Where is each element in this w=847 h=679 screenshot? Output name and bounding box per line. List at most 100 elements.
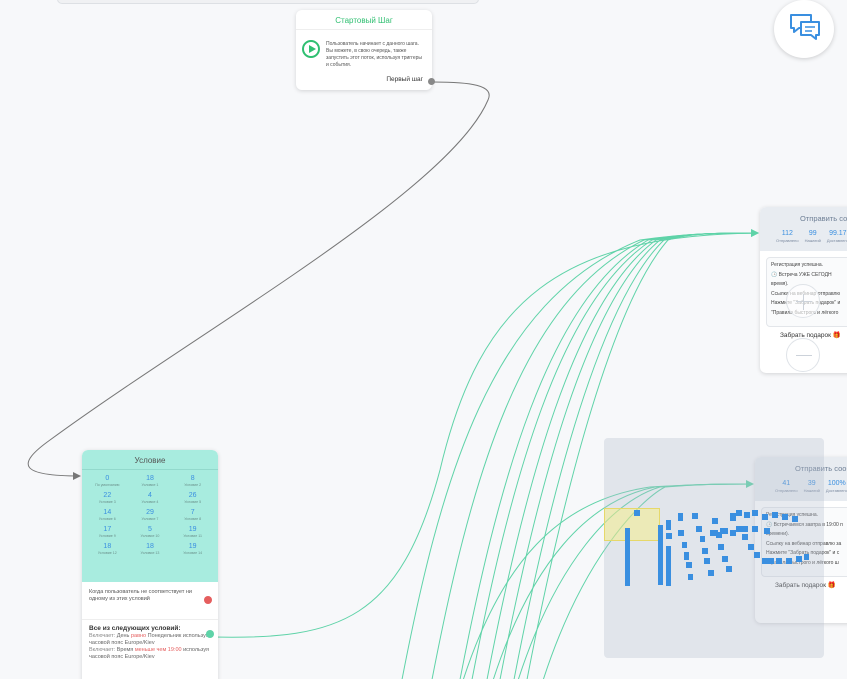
- condition-all-branch[interactable]: Все из следующих условий: Включает: День…: [82, 620, 218, 666]
- condition-cell-value: 19: [188, 526, 197, 533]
- minimap-node: [702, 548, 708, 554]
- minimap-viewport[interactable]: [604, 508, 660, 541]
- minimap-node: [722, 556, 728, 562]
- gift-button-2[interactable]: Забрать подарок 🎁: [775, 582, 836, 589]
- condition-cell-value: 29: [146, 509, 154, 516]
- stat-value: 41: [782, 480, 791, 487]
- stat-label: Нажатий: [803, 488, 820, 493]
- minimap-node: [688, 574, 693, 580]
- minimap-node: [796, 556, 802, 562]
- minimap-node: [764, 528, 770, 534]
- condition-cell-label: Условие 6: [98, 517, 116, 521]
- message-line: "Правила быстрого и лёгкого ш: [766, 559, 839, 566]
- minimap-node: [686, 562, 692, 568]
- condition-else-branch[interactable]: Когда пользователь не соответствует ни о…: [82, 582, 218, 620]
- minimap-node: [658, 525, 663, 585]
- send-message-node-2[interactable]: Отправить сообщение 41Отправлено39Нажати…: [755, 457, 847, 623]
- minimap-node: [736, 510, 742, 516]
- rule-day: Включает: День равно Понедельник использ…: [89, 633, 209, 646]
- condition-cell-value: 19: [188, 543, 197, 550]
- message-line: 🕒 Встреча УЖЕ СЕГОДН: [771, 271, 832, 278]
- minimap-node: [625, 528, 630, 586]
- condition-cell-value: 18: [103, 543, 112, 550]
- minimap-node: [666, 520, 671, 530]
- minus-icon[interactable]: [786, 338, 820, 372]
- condition-cell-value: 18: [146, 475, 154, 482]
- gift-button-1[interactable]: Забрать подарок 🎁: [780, 332, 841, 339]
- message-line: время).: [771, 281, 789, 287]
- condition-cell-value: 8: [190, 475, 195, 482]
- minimap-node: [748, 544, 754, 550]
- minimap-node: [696, 526, 702, 532]
- message-line: Ссылку на вебинар отправлю за: [766, 540, 842, 547]
- condition-cell-label: Условие 7: [141, 517, 159, 521]
- condition-cell-value: 7: [190, 509, 195, 516]
- condition-cell-value: 26: [188, 492, 197, 499]
- plus-icon[interactable]: [786, 284, 820, 318]
- message-line: Регистрация успешна.: [766, 512, 818, 518]
- minimap-node: [692, 513, 698, 519]
- minimap-node: [742, 526, 748, 532]
- start-output-port[interactable]: [428, 78, 435, 85]
- stat-label: Отправлено: [775, 488, 798, 493]
- else-output-port[interactable]: [204, 596, 212, 604]
- condition-cell-value: 14: [103, 509, 112, 516]
- offscreen-node-edge: [57, 0, 479, 4]
- else-branch-text: Когда пользователь не соответствует ни о…: [89, 589, 192, 602]
- send-node-1-header: Отправить сообщение 112Отправлено99Нажат…: [760, 207, 847, 251]
- all-conditions-output-port[interactable]: [206, 630, 214, 638]
- stat-label: Доставлено: [826, 238, 847, 243]
- minimap-node: [754, 552, 760, 558]
- minimap-node: [634, 510, 640, 516]
- start-node-description: Пользователь начинает с данного шага. Вы…: [326, 41, 423, 68]
- condition-cell-label: Условие 13: [140, 551, 160, 555]
- condition-cell-value: 22: [103, 492, 112, 499]
- start-step-node[interactable]: Стартовый Шаг Пользователь начинает с да…: [296, 10, 435, 90]
- condition-cell-value: 17: [103, 526, 112, 533]
- stat-value: 99: [808, 230, 817, 237]
- send-node-2-title: Отправить сообщение: [795, 464, 847, 473]
- message-line: Нажмите "Забрать подарок" и с: [766, 550, 840, 556]
- minimap-node: [776, 558, 782, 564]
- condition-cell-label: Условие 10: [140, 534, 160, 538]
- stat-value: 100%: [827, 480, 846, 487]
- minimap-node: [768, 558, 774, 564]
- minimap-node: [792, 516, 798, 522]
- message-line: Регистрация успешна.: [771, 262, 823, 268]
- send-node-2-message: Регистрация успешна.🕒 Встречаемся завтра…: [761, 507, 847, 577]
- stat-label: Отправлено: [776, 238, 799, 243]
- minimap-node: [708, 570, 714, 576]
- first-step-label: Первый шаг: [386, 76, 423, 83]
- minimap-node: [782, 514, 788, 520]
- minimap-node: [666, 533, 672, 539]
- link-start-to-condition: [27, 81, 490, 480]
- condition-cell-label: Условие 11: [183, 534, 202, 538]
- minimap-node: [772, 512, 778, 518]
- condition-cell-label: Условие 14: [183, 551, 203, 555]
- minimap-node: [718, 544, 724, 550]
- condition-cell-label: Условие 1: [141, 483, 159, 487]
- minimap[interactable]: [604, 438, 824, 658]
- condition-cell-label: Условие 9: [98, 534, 116, 538]
- minimap-node: [710, 530, 718, 536]
- chat-bubbles-icon[interactable]: [774, 0, 834, 58]
